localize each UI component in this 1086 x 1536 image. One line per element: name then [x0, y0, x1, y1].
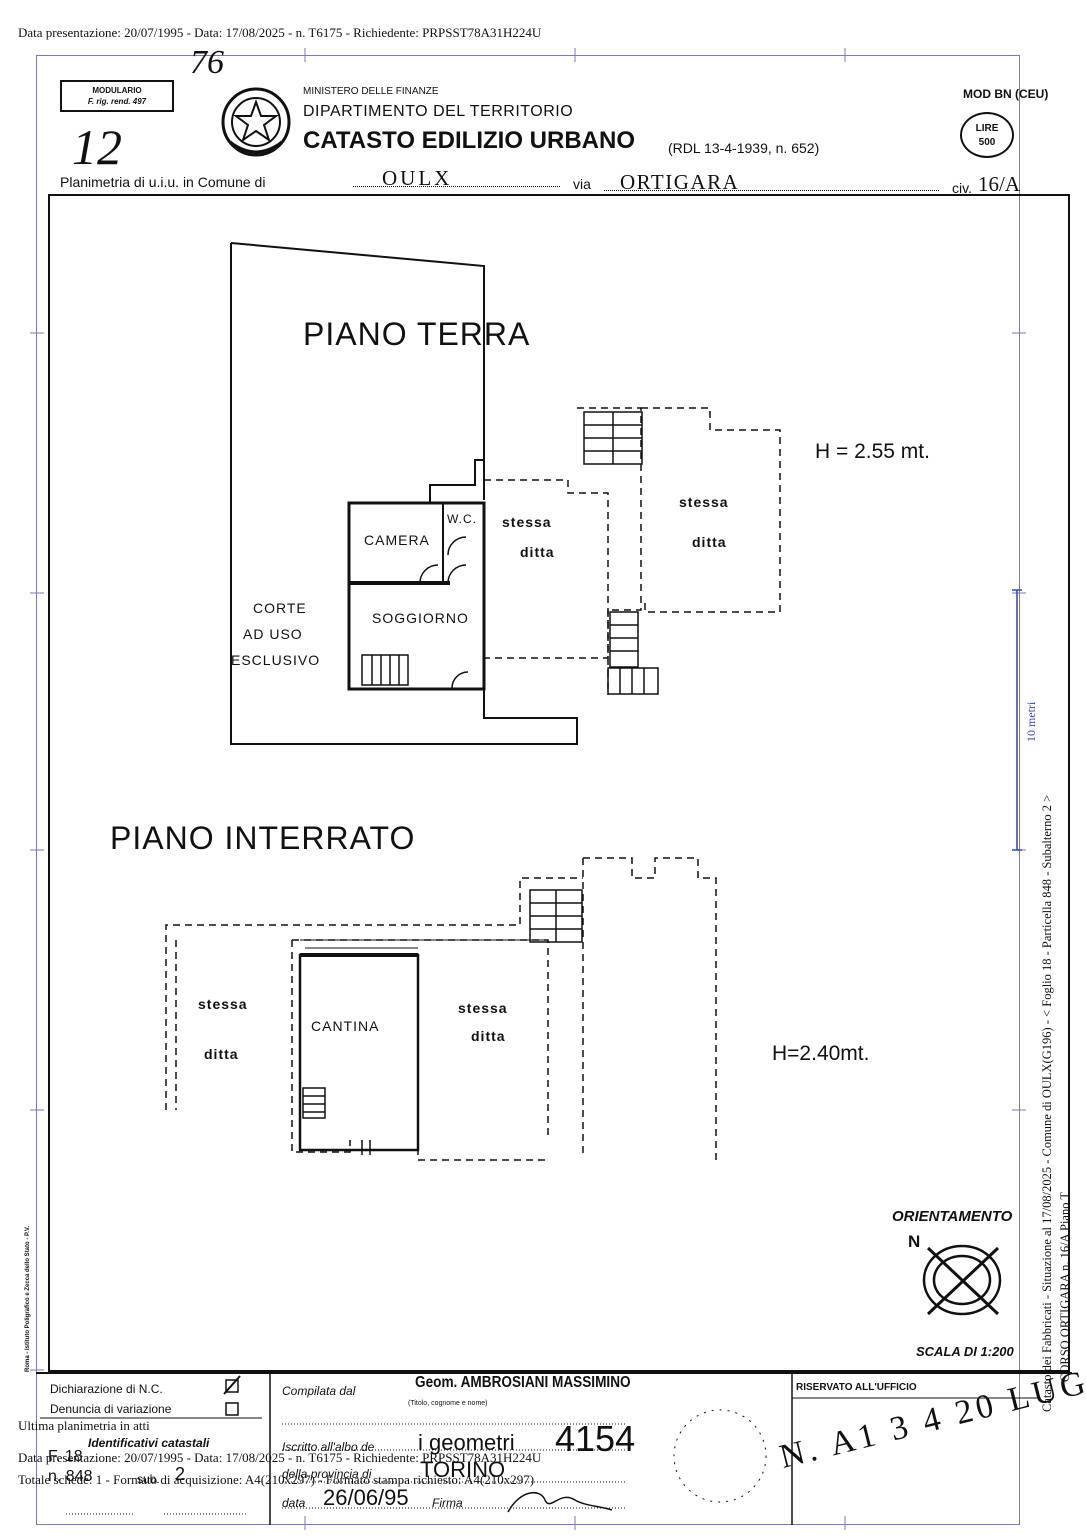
orientation-label: ORIENTAMENTO [892, 1208, 1013, 1225]
numero-value: n. 848 [48, 1468, 93, 1485]
footer-block [36, 1372, 1072, 1524]
compass-icon [922, 1244, 1002, 1316]
planimetria-label: Planimetria di u.i.u. in Comune di [60, 174, 266, 190]
civ-label: civ. [952, 180, 972, 196]
document-title: CATASTO EDILIZIO URBANO [303, 127, 635, 154]
law-reference: (RDL 13-4-1939, n. 652) [668, 140, 820, 156]
basement-ditta-a: ditta [204, 1046, 239, 1062]
denuncia-label: Denuncia di variazione [50, 1402, 172, 1416]
corte-line2: AD USO [243, 626, 303, 642]
modulario-box: MODULARIO F. rig. rend. 497 [60, 80, 174, 112]
albo-number: 4154 [555, 1418, 636, 1459]
hand-number-top: 76 [190, 44, 224, 81]
comune-dotline [353, 186, 560, 187]
compiler-name: Geom. AMBROSIANI MASSIMINO [415, 1374, 631, 1391]
room-camera: CAMERA [364, 532, 430, 548]
scale-label: SCALA DI 1:200 [916, 1344, 1014, 1359]
overlay-line2: Data presentazione: 20/07/1995 - Data: 1… [18, 1450, 542, 1465]
room-cantina: CANTINA [311, 1018, 380, 1034]
hand-number-left: 12 [72, 119, 122, 175]
sub-label: sub. [137, 1472, 160, 1486]
provincia-value: TORINO [420, 1457, 506, 1482]
albo-value: i geometri [418, 1430, 515, 1455]
stamp-line1: LIRE [975, 123, 999, 134]
titolo-hint: (Titolo, cognome e nome) [408, 1400, 488, 1407]
riservato-label: RISERVATO ALL'UFFICIO [796, 1382, 917, 1393]
corte-line3: ESCLUSIVO [231, 652, 321, 668]
ministry-name: MINISTERO DELLE FINANZE [303, 86, 439, 97]
top-notice: Data presentazione: 20/07/1995 - Data: 1… [18, 25, 542, 40]
iscritto-label: Iscritto all'albo de [282, 1440, 375, 1454]
provincia-label: della provincia di [282, 1467, 372, 1481]
ground-stessa-b: stessa [679, 494, 729, 510]
model-code: MOD BN (CEU) [963, 87, 1049, 101]
room-soggiorno: SOGGIORNO [372, 610, 469, 626]
scale-bar [1012, 589, 1022, 851]
sheet-frame [36, 55, 1020, 1525]
via-value: ORTIGARA [620, 170, 740, 194]
emblem-icon [221, 87, 291, 157]
basement-ditta-b: ditta [471, 1028, 506, 1044]
firma-label: Firma [432, 1496, 463, 1510]
civ-value: 16/A [978, 172, 1020, 196]
ground-floor-height: H = 2.55 mt. [815, 440, 930, 463]
ground-stessa-a: stessa [502, 514, 552, 530]
stamp-line2: 500 [978, 137, 996, 148]
foglio-value: F. 18 [48, 1448, 83, 1465]
identificativi-label: Identificativi catastali [88, 1436, 210, 1450]
compilata-label: Compilata dal [282, 1384, 356, 1398]
department-name: DIPARTIMENTO DEL TERRITORIO [303, 103, 574, 120]
basement-title: PIANO INTERRATO [110, 820, 416, 856]
modulario-line2: F. rig. rend. 497 [87, 97, 147, 106]
corte-line1: CORTE [253, 600, 307, 616]
ground-ditta-a: ditta [520, 544, 555, 560]
data-value: 26/06/95 [323, 1485, 409, 1510]
dichiarazione-label: Dichiarazione di N.C. [50, 1382, 163, 1396]
data-label: data [282, 1496, 306, 1510]
revenue-stamp: LIRE 500 [960, 112, 1014, 158]
ground-ditta-b: ditta [692, 534, 727, 550]
modulario-line1: MODULARIO [92, 86, 142, 95]
room-wc: W.C. [447, 512, 477, 526]
overlay-ultima: Ultima planimetria in atti [18, 1418, 150, 1433]
plan-frame [48, 194, 1070, 1372]
via-dotline [604, 190, 939, 191]
orientation-north: N [908, 1232, 921, 1251]
basement-height: H=2.40mt. [772, 1042, 870, 1065]
overlay-line3: Totale schede: 1 - Formato di acquisizio… [18, 1472, 535, 1487]
basement-stessa-a: stessa [198, 996, 248, 1012]
ground-floor-title: PIANO TERRA [303, 316, 531, 352]
sub-value: 2 [175, 1464, 186, 1484]
comune-value: OULX [382, 166, 453, 190]
via-label: via [573, 176, 591, 192]
basement-stessa-b: stessa [458, 1000, 508, 1016]
